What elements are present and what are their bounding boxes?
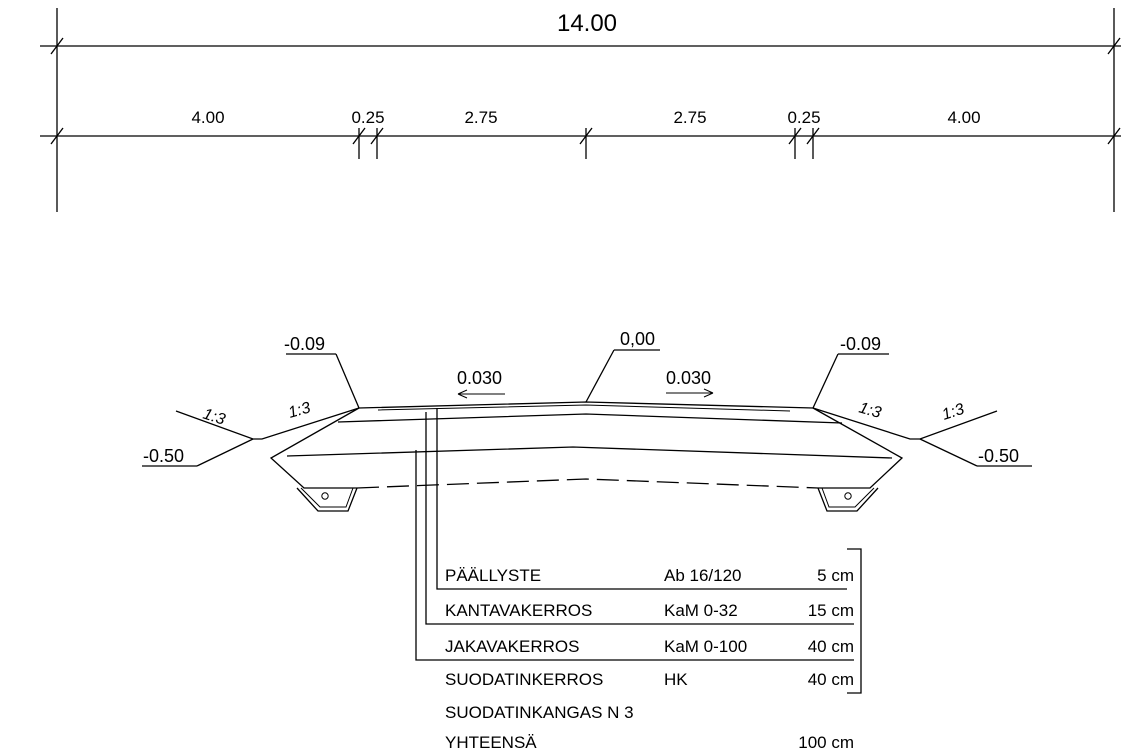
center-elevation: 0,00 bbox=[620, 329, 655, 349]
layer-table: PÄÄLLYSTE Ab 16/120 5 cm KANTAVAKERROS K… bbox=[445, 566, 854, 752]
right-structure-edge bbox=[812, 407, 904, 489]
dimension-tick bbox=[788, 127, 802, 145]
right-shoulder-leader bbox=[812, 353, 839, 409]
segment-label-left-shoulder: 4.00 bbox=[191, 108, 224, 127]
layer-name: SUODATINKANGAS N 3 bbox=[445, 703, 634, 722]
segment-label-left-lane: 2.75 bbox=[464, 108, 497, 127]
dimension-tick bbox=[50, 127, 64, 145]
dimension-tick bbox=[50, 37, 64, 55]
dimension-tick bbox=[1107, 127, 1121, 145]
segment-label-right-lane: 2.75 bbox=[673, 108, 706, 127]
dimension-tick bbox=[579, 127, 593, 145]
slope-ratio-left-outer: 1:3 bbox=[201, 406, 228, 429]
dimension-tick bbox=[370, 127, 384, 145]
overall-width-label: 14.00 bbox=[557, 10, 617, 37]
layer-material: KaM 0-32 bbox=[664, 601, 738, 620]
right-crossfall-arrow bbox=[666, 388, 714, 398]
layer-name: JAKAVAKERROS bbox=[445, 637, 579, 656]
layer-thickness: 40 cm bbox=[808, 670, 854, 689]
total-thickness: 100 cm bbox=[798, 733, 854, 752]
layer-material: Ab 16/120 bbox=[664, 566, 742, 585]
slope-ratio-right-inner: 1:3 bbox=[857, 400, 883, 423]
left-structure-edge bbox=[269, 407, 360, 489]
left-crossfall-value: 0.030 bbox=[457, 368, 502, 388]
segment-label-right-shoulder: 4.00 bbox=[947, 108, 980, 127]
drain-pipe-circle bbox=[844, 492, 852, 500]
slope-ratio-left-inner: 1:3 bbox=[286, 399, 312, 422]
layer-name: PÄÄLLYSTE bbox=[445, 566, 541, 585]
layer-thickness: 5 cm bbox=[817, 566, 854, 585]
layer-leaders bbox=[415, 408, 862, 694]
layer-thickness: 15 cm bbox=[808, 601, 854, 620]
right-ditch-leader bbox=[919, 438, 978, 467]
road-profile: -0.09 0,00 -0.09 -0.50 -0.50 0.030 0.030… bbox=[142, 329, 1032, 512]
center-leader bbox=[585, 349, 615, 403]
left-shoulder-leader bbox=[335, 353, 360, 409]
left-drain-pipe bbox=[296, 487, 358, 512]
right-outer-slope bbox=[812, 407, 998, 440]
layer-bracket bbox=[847, 548, 862, 694]
right-drain-pipe bbox=[817, 487, 879, 512]
left-outer-slope bbox=[175, 407, 360, 440]
layer-thickness: 40 cm bbox=[808, 637, 854, 656]
dimension-tick bbox=[1107, 37, 1121, 55]
leader-kantavakerros bbox=[425, 412, 854, 625]
slope-ratio-right-outer: 1:3 bbox=[940, 401, 967, 424]
segment-label-left-edge: 0.25 bbox=[351, 108, 384, 127]
layer-name: KANTAVAKERROS bbox=[445, 601, 592, 620]
right-shoulder-elevation: -0.09 bbox=[840, 334, 881, 354]
left-shoulder-elevation: -0.09 bbox=[284, 334, 325, 354]
dimension-tick bbox=[352, 127, 366, 145]
left-ditch-leader bbox=[196, 438, 254, 467]
layer-name: SUODATINKERROS bbox=[445, 670, 603, 689]
leader-jakavakerros bbox=[415, 450, 854, 661]
left-ditch-elevation: -0.50 bbox=[143, 446, 184, 466]
layer-material: HK bbox=[664, 670, 688, 689]
base-course-bottom bbox=[337, 413, 843, 424]
pavement-underside bbox=[377, 404, 791, 412]
dimension-tick bbox=[806, 127, 820, 145]
subbase-bottom bbox=[286, 446, 893, 459]
total-label: YHTEENSÄ bbox=[445, 733, 537, 752]
right-ditch-elevation: -0.50 bbox=[978, 446, 1019, 466]
drain-pipe-circle bbox=[321, 492, 329, 500]
left-crossfall-arrow bbox=[457, 389, 505, 399]
leader-paallyste bbox=[436, 408, 847, 590]
dimension-chain: 14.00 4.00 0.25 2.75 2.75 0.25 4.00 bbox=[40, 8, 1121, 212]
layer-material: KaM 0-100 bbox=[664, 637, 747, 656]
filter-fabric-line bbox=[356, 478, 819, 489]
right-crossfall-value: 0.030 bbox=[666, 368, 711, 388]
segment-label-right-edge: 0.25 bbox=[787, 108, 820, 127]
